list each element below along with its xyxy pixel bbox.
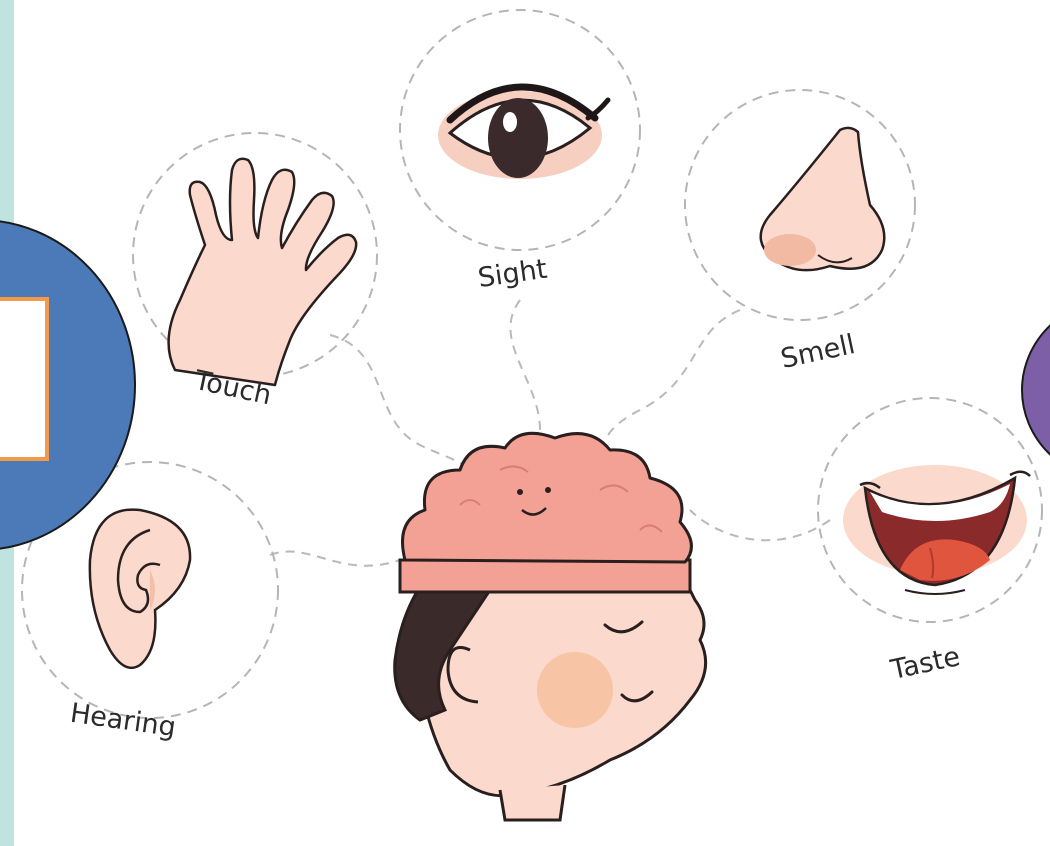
orange-text-frame[interactable]	[0, 299, 47, 459]
